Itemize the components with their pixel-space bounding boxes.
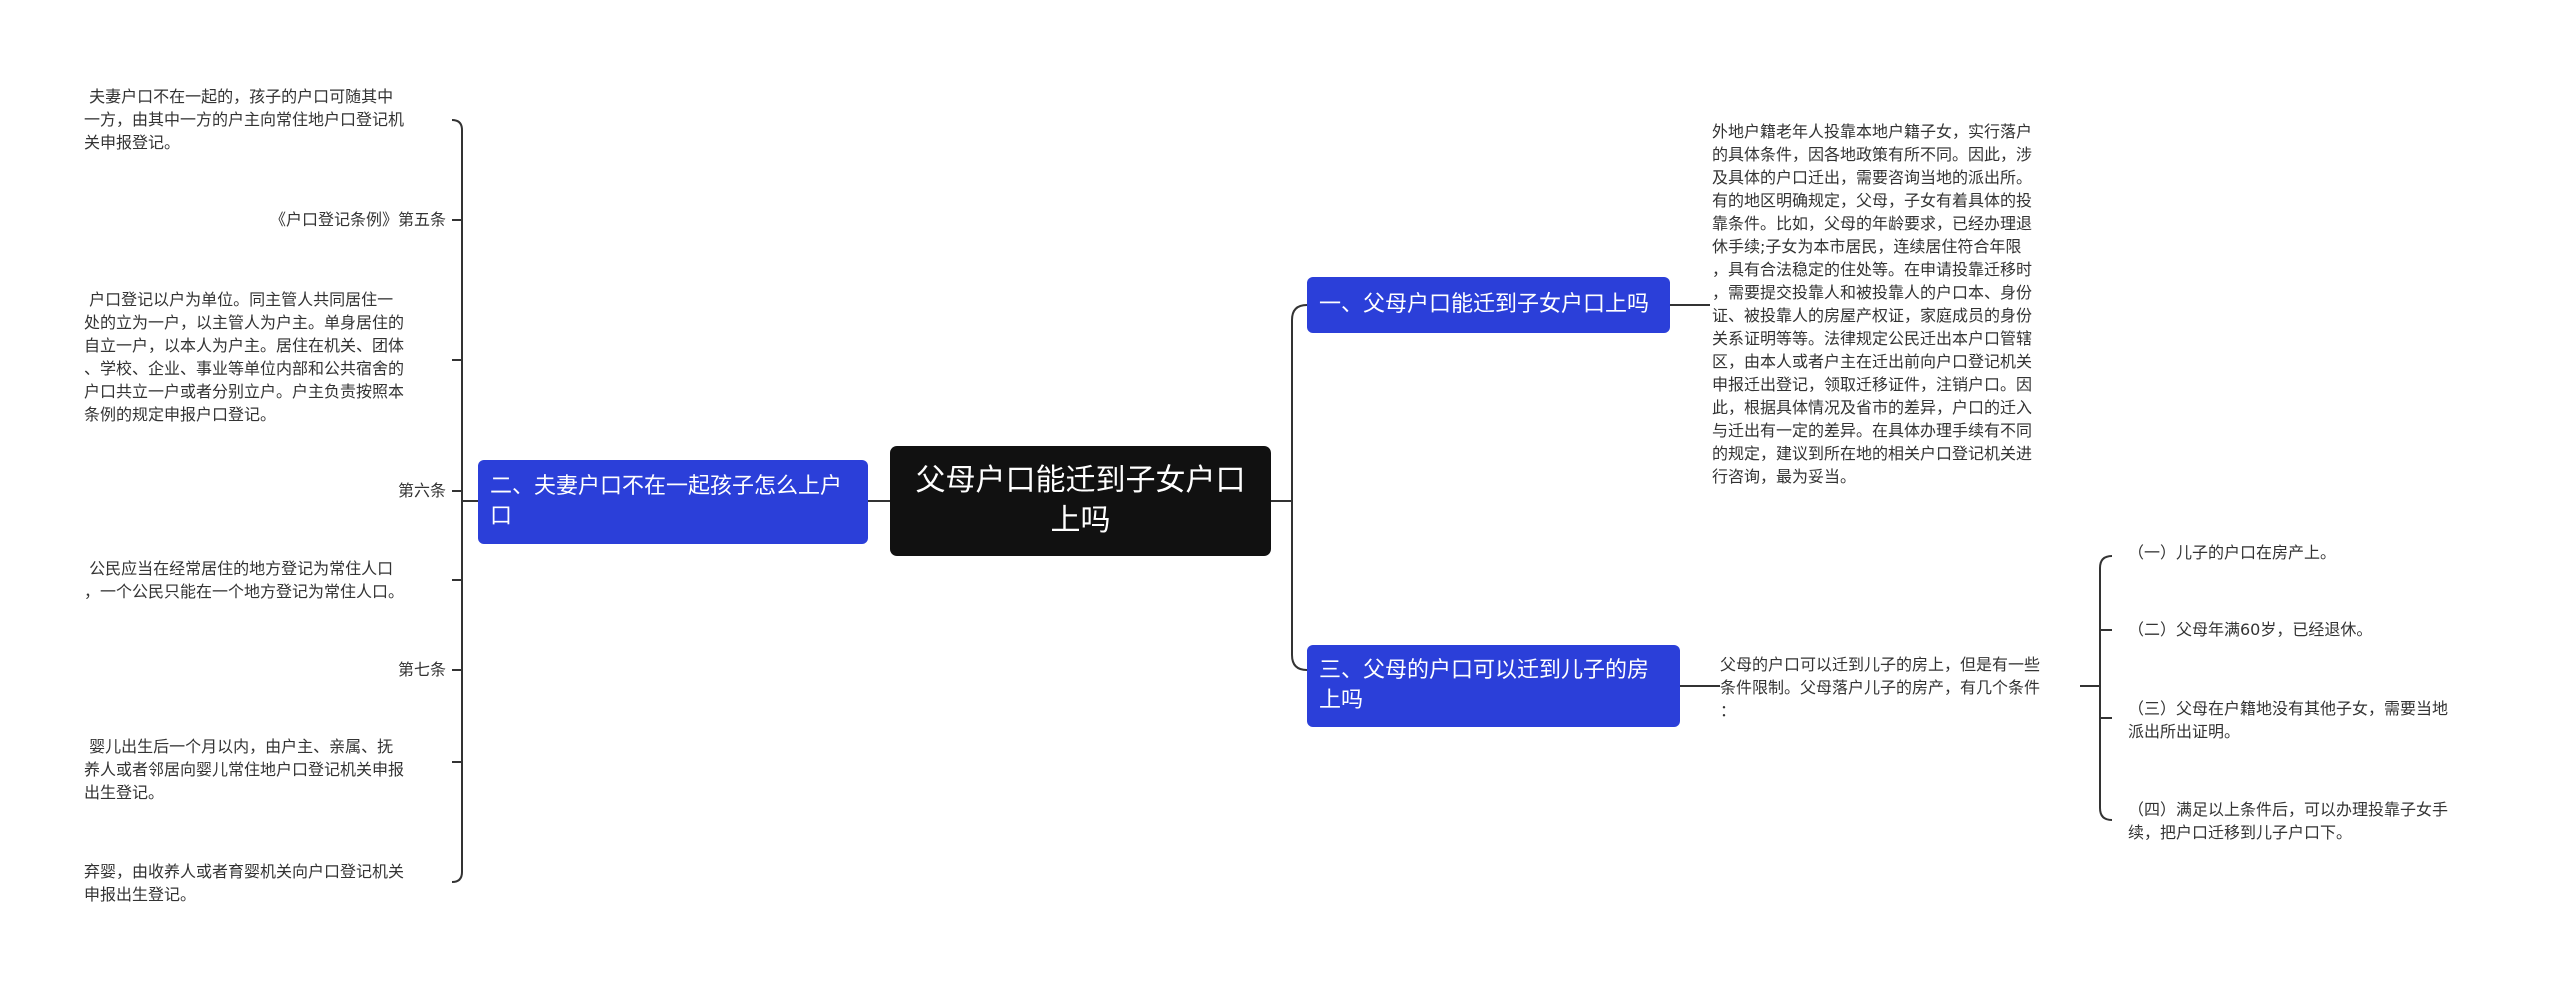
edge-t3-trunk [2099, 555, 2113, 821]
topic-3[interactable]: 三、父母的户口可以迁到儿子的房上吗 [1307, 645, 1680, 727]
topic-3-child-2: （二）父母年满60岁，已经退休。 [2128, 620, 2373, 639]
topic-2-child-2: 《户口登记条例》第五条 [269, 210, 446, 229]
edge-right-trunk [1291, 304, 1308, 671]
topic-2-child-6: 第七条 [397, 660, 446, 679]
root-topic[interactable]: 父母户口能迁到子女户口上吗 [890, 446, 1271, 556]
topic-2-child-1: 夫妻户口不在一起的，孩子的户口可随其中 一方，由其中一方的户主向常住地户口登记机… [84, 87, 405, 152]
topic-2-child-8: 弃婴，由收养人或者育婴机关向户口登记机关 申报出生登记。 [84, 862, 405, 904]
topic-2-child-5: 公民应当在经常居住的地方登记为常住人口 ，一个公民只能在一个地方登记为常住人口。 [84, 559, 405, 601]
topic-3-child-3: （三）父母在户籍地没有其他子女，需要当地 派出所出证明。 [2128, 699, 2449, 741]
edge-left-trunk [451, 119, 463, 883]
topic-2-child-4: 第六条 [397, 481, 446, 500]
topic-1-detail: 外地户籍老年人投靠本地户籍子女，实行落户 的具体条件，因各地政策有所不同。因此，… [1712, 122, 2033, 486]
topic-2-child-3: 户口登记以户为单位。同主管人共同居住一 处的立为一户，以主管人为户主。单身居住的… [84, 290, 405, 424]
topic-1[interactable]: 一、父母户口能迁到子女户口上吗 [1307, 277, 1670, 333]
topic-2-child-7: 婴儿出生后一个月以内，由户主、亲属、抚 养人或者邻居向婴儿常住地户口登记机关申报… [84, 737, 405, 802]
topic-3-child-1: （一）儿子的户口在房产上。 [2128, 543, 2337, 562]
topic-2[interactable]: 二、夫妻户口不在一起孩子怎么上户口 [478, 460, 868, 544]
topic-3-child-4: （四）满足以上条件后，可以办理投靠子女手 续，把户口迁移到儿子户口下。 [2128, 800, 2449, 842]
topic-3-detail: 父母的户口可以迁到儿子的房上，但是有一些 条件限制。父母落户儿子的房产，有几个条… [1720, 655, 2041, 720]
